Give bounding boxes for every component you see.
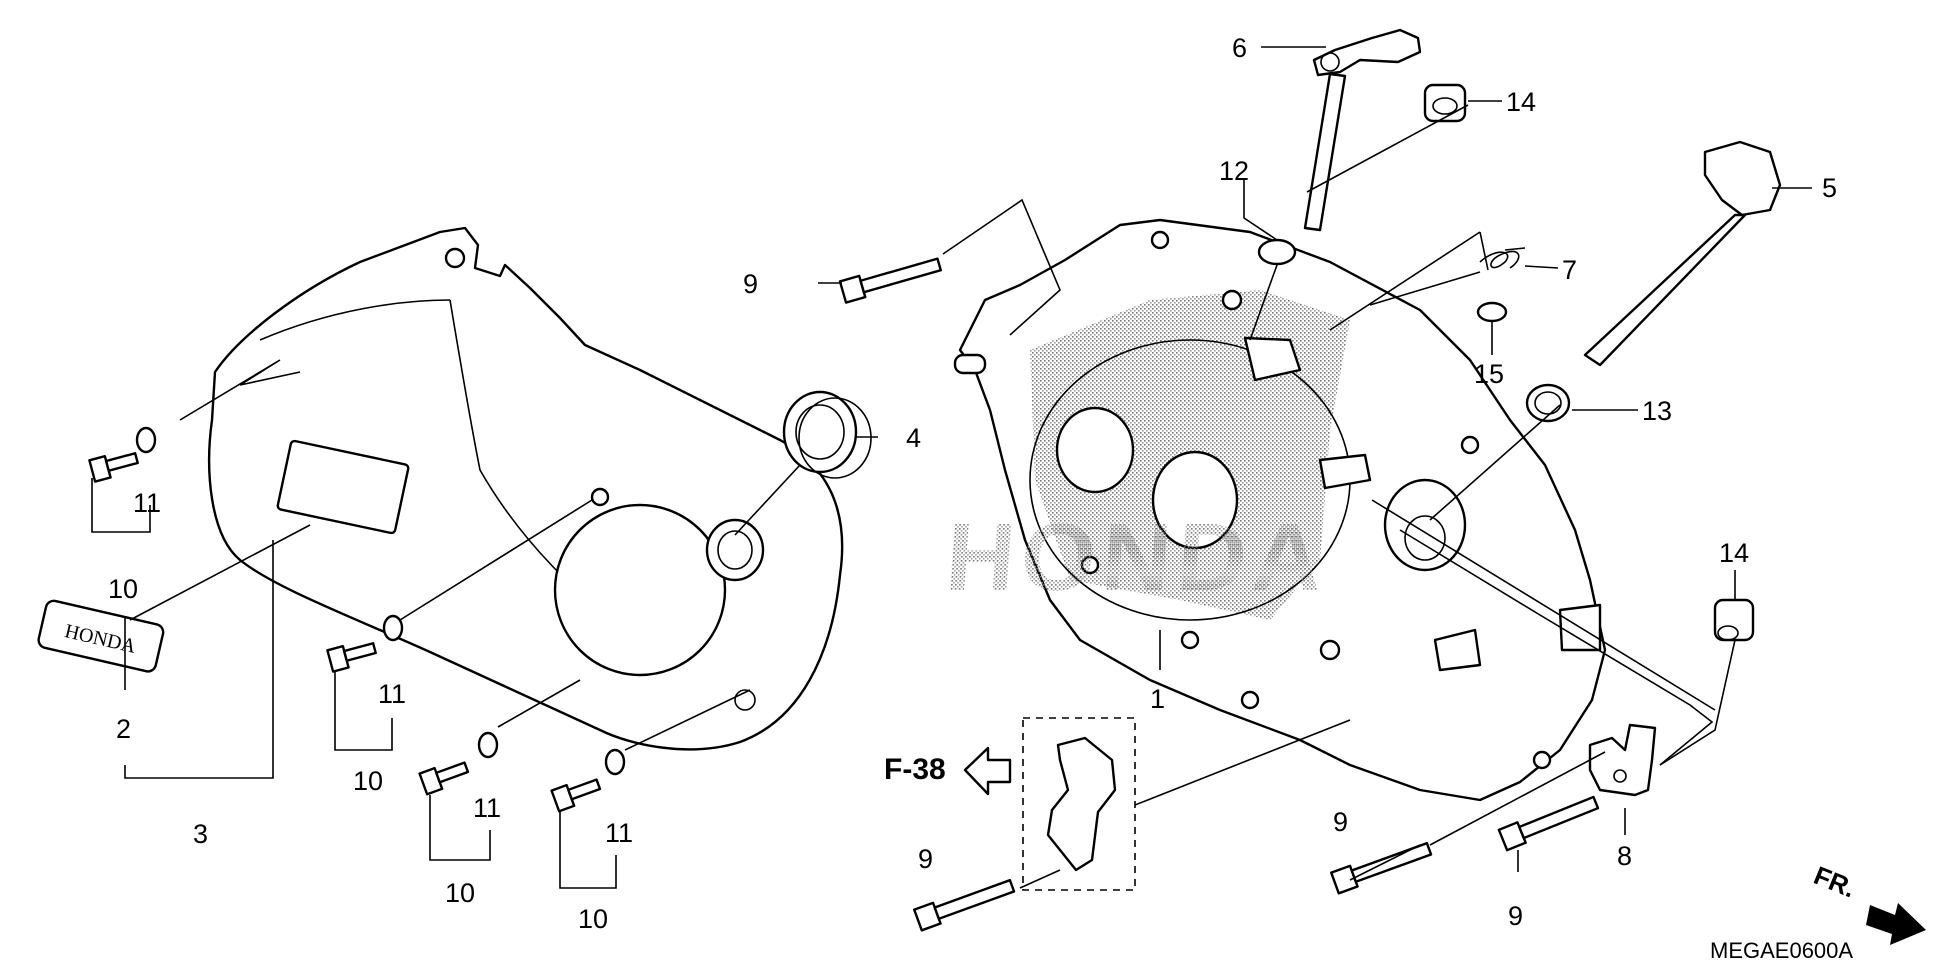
callout-10-a: 10 [108, 574, 138, 604]
cover-window [276, 439, 410, 535]
diagram-code: MEGAE0600A [1710, 938, 1853, 963]
oil-seal-boss [705, 518, 765, 582]
callout-11-b: 11 [378, 679, 406, 709]
callout-11-c: 11 [473, 793, 501, 823]
oil-pipe-boss [1243, 336, 1302, 382]
leader-lines [91, 46, 1812, 889]
callout-9-bottom-left: 9 [918, 844, 933, 874]
callout-10-b: 10 [353, 766, 383, 796]
callout-10-d: 10 [578, 904, 608, 934]
callout-11-a: 11 [133, 488, 161, 518]
bracket [1046, 736, 1117, 872]
callout-7: 7 [1562, 255, 1577, 285]
spring [1479, 247, 1526, 269]
left-crankcase-cover-outer [208, 226, 844, 751]
callout-14-right: 14 [1719, 538, 1749, 568]
front-arrow-icon [1866, 903, 1926, 945]
collar-top [1423, 83, 1467, 123]
washer-icon [382, 614, 404, 642]
collar-right [1713, 598, 1755, 642]
flange-bolt-icon [418, 761, 470, 796]
clutch-dome [553, 503, 727, 677]
callout-2: 2 [116, 714, 131, 744]
callout-5: 5 [1822, 173, 1837, 203]
flange-bolt-9-top [838, 257, 942, 304]
callout-4: 4 [906, 423, 921, 453]
flange-bolt-9-bottom-right [1497, 795, 1600, 852]
callout-6: 6 [1232, 33, 1247, 63]
callout-12: 12 [1219, 156, 1249, 186]
washer-icon [477, 731, 499, 759]
callout-13: 13 [1642, 396, 1672, 426]
oil-seal [782, 390, 872, 479]
callout-1: 1 [1150, 684, 1165, 714]
right-crankcase-cover [953, 218, 1607, 802]
oil-pipe [1303, 28, 1422, 232]
callout-8: 8 [1617, 841, 1632, 871]
flange-bolt-icon [550, 778, 602, 813]
callout-10-c: 10 [445, 878, 475, 908]
callout-3: 3 [193, 819, 208, 849]
flange-bolt-icon [326, 642, 377, 673]
washer-icon [604, 748, 626, 776]
reference-arrow-icon [963, 746, 1012, 796]
clamp [1588, 723, 1657, 797]
left-bolt-set [88, 426, 626, 813]
reference-box [1022, 717, 1136, 891]
callout-9-top: 9 [743, 269, 758, 299]
seal-ring [1257, 238, 1297, 266]
flange-bolt-icon [88, 452, 139, 483]
oil-level-gauge [1583, 140, 1782, 367]
honda-emblem: HONDA [37, 599, 165, 673]
boss-left [1055, 406, 1135, 494]
reference-label: F-38 [884, 753, 946, 786]
washer-icon [135, 426, 157, 454]
boss-center [1151, 450, 1239, 550]
callout-15: 15 [1474, 359, 1504, 389]
flange-bolt-9-bottom-mid [1330, 841, 1433, 895]
o-ring [1525, 383, 1571, 423]
honda-watermark: HONDA [942, 504, 1331, 611]
callout-9-bottom-mid: 9 [1333, 807, 1348, 837]
callout-9-bottom-right: 9 [1508, 901, 1523, 931]
filler-boss [1383, 478, 1467, 572]
front-direction-indicator: FR. [1810, 860, 1926, 945]
callout-11-d: 11 [605, 818, 633, 848]
flange-bolt-9-bottom-left [913, 878, 1016, 932]
front-label: FR. [1810, 860, 1860, 904]
callout-14-top: 14 [1506, 87, 1536, 117]
callout-numbers: 1 2 3 4 5 6 7 8 9 9 9 9 10 10 10 10 11 1… [108, 33, 1837, 934]
spring-guide [1476, 301, 1508, 323]
